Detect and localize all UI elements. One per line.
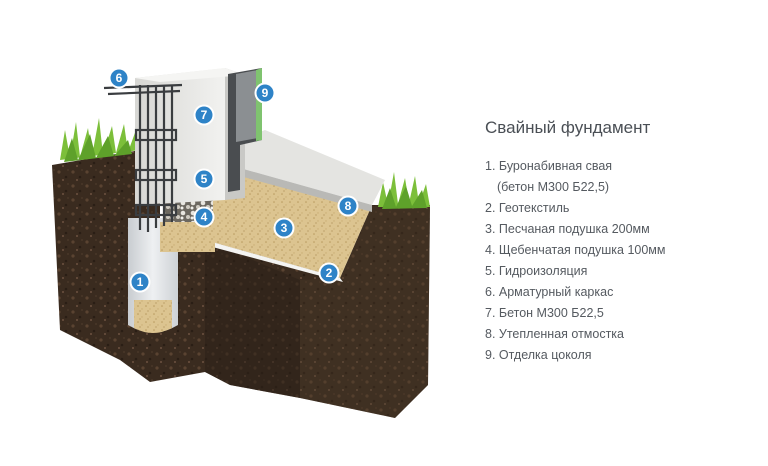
callout-marker-7: 7 <box>193 104 215 126</box>
legend-item: 6. Арматурный каркас <box>485 282 755 303</box>
callout-marker-3: 3 <box>273 217 295 239</box>
legend-item-text: 4. Щебенчатая подушка 100мм <box>485 243 666 257</box>
callout-marker-4: 4 <box>193 206 215 228</box>
callout-marker-label: 5 <box>201 172 208 186</box>
legend-item: 5. Гидроизоляция <box>485 261 755 282</box>
legend-item-subtext: (бетон М300 Б22,5) <box>497 180 610 194</box>
legend-item: 9. Отделка цоколя <box>485 345 755 366</box>
callout-marker-label: 9 <box>262 86 269 100</box>
legend-list: 1. Буронабивная свая (бетон М300 Б22,5) 2.… <box>485 156 755 366</box>
callout-marker-9: 9 <box>254 82 276 104</box>
callout-marker-label: 7 <box>201 108 208 122</box>
legend-title: Свайный фундамент <box>485 118 651 137</box>
legend-item: 2. Геотекстиль <box>485 198 755 219</box>
legend-panel: Свайный фундамент 1. Буронабивная свая (б… <box>485 118 755 366</box>
grass-right <box>378 172 430 209</box>
legend-item: 4. Щебенчатая подушка 100мм <box>485 240 755 261</box>
callout-markers: 1 2 3 4 5 6 7 8 9 <box>108 67 359 293</box>
legend-item-text: 8. Утепленная отмостка <box>485 327 625 341</box>
foundation-illustration: 1 2 3 4 5 6 7 8 9 <box>52 67 430 418</box>
plinth-finish <box>228 68 262 192</box>
callout-marker-5: 5 <box>193 168 215 190</box>
legend-item-text: 3. Песчаная подушка 200мм <box>485 222 650 236</box>
legend-item-text: 9. Отделка цоколя <box>485 348 592 362</box>
legend-item: 7. Бетон М300 Б22,5 <box>485 303 755 324</box>
legend-item-text: 2. Геотекстиль <box>485 201 570 215</box>
callout-marker-label: 2 <box>326 266 333 280</box>
callout-marker-1: 1 <box>129 271 151 293</box>
callout-marker-label: 8 <box>345 199 352 213</box>
legend-item: 8. Утепленная отмостка <box>485 324 755 345</box>
rebar-cage <box>103 83 183 232</box>
legend-item-text: 6. Арматурный каркас <box>485 285 614 299</box>
callout-marker-label: 6 <box>116 71 123 85</box>
legend-item-text: 1. Буронабивная свая <box>485 159 613 173</box>
callout-marker-6: 6 <box>108 67 130 89</box>
geotextile-layer <box>205 240 343 282</box>
callout-marker-2: 2 <box>318 262 340 284</box>
callout-marker-label: 3 <box>281 221 288 235</box>
insulated-blind-area <box>240 130 385 205</box>
legend-item: 3. Песчаная подушка 200мм <box>485 219 755 240</box>
legend-item: 1. Буронабивная свая (бетон М300 Б22,5) <box>485 156 755 198</box>
callout-marker-label: 1 <box>137 275 144 289</box>
callout-marker-label: 4 <box>201 210 208 224</box>
legend-item-text: 5. Гидроизоляция <box>485 264 588 278</box>
callout-marker-8: 8 <box>337 195 359 217</box>
grass-left <box>60 118 140 162</box>
soil-block <box>52 150 430 418</box>
legend-item-text: 7. Бетон М300 Б22,5 <box>485 306 604 320</box>
